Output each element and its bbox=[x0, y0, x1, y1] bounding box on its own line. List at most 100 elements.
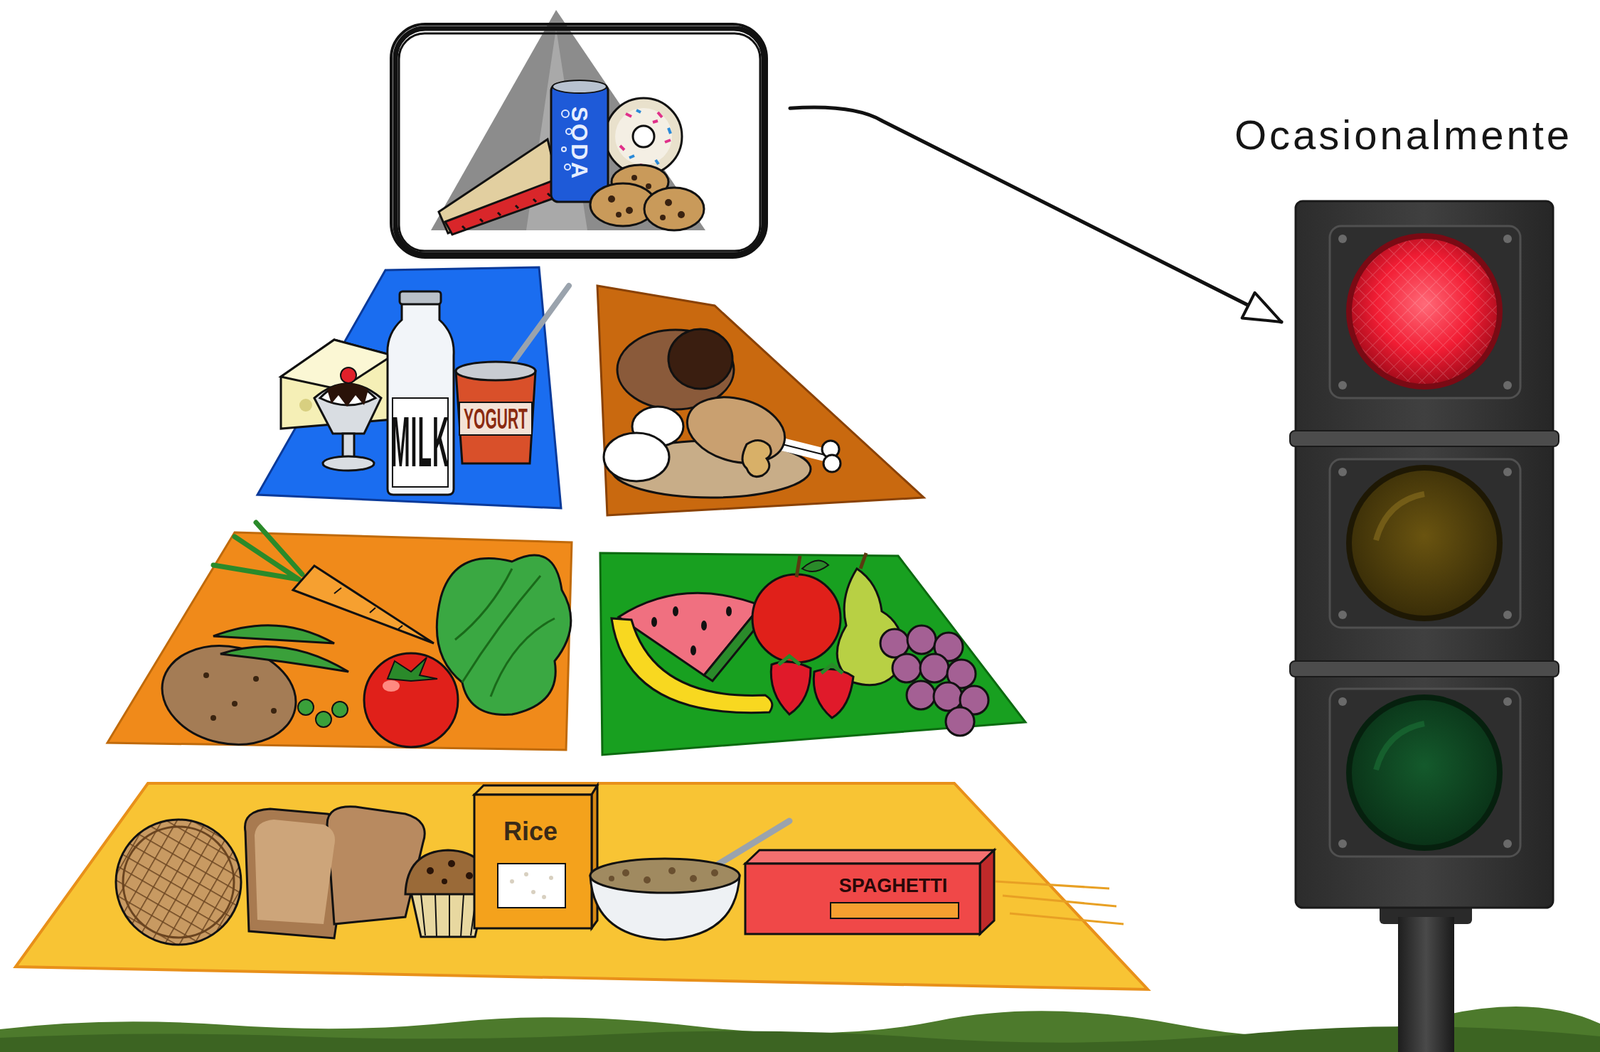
cereal-bowl bbox=[668, 867, 676, 875]
peanut bbox=[742, 440, 771, 477]
spaghetti-box bbox=[830, 903, 959, 919]
snack-box-art bbox=[391, 9, 767, 258]
grass bbox=[0, 1006, 1600, 1052]
grapes bbox=[945, 707, 975, 736]
peanut bbox=[742, 440, 771, 477]
potato bbox=[203, 672, 277, 722]
soda-can bbox=[551, 83, 608, 202]
spaghetti-box bbox=[745, 864, 980, 935]
muffin bbox=[426, 860, 473, 885]
eggs bbox=[603, 433, 670, 482]
strawberries bbox=[770, 656, 854, 719]
box-label: SPAGHETTI bbox=[839, 876, 948, 896]
red-lamp bbox=[1351, 238, 1497, 384]
peas bbox=[220, 646, 349, 672]
grass bbox=[0, 1026, 1600, 1052]
donut bbox=[605, 98, 682, 175]
milk-bottle bbox=[399, 291, 441, 305]
traffic-light: Ocasionalmente bbox=[1295, 201, 1554, 909]
peas bbox=[213, 625, 349, 728]
bread bbox=[327, 807, 425, 925]
pole bbox=[1398, 917, 1455, 1052]
soda-can bbox=[561, 147, 567, 152]
rice-box bbox=[524, 872, 529, 877]
screws bbox=[1338, 467, 1347, 477]
yogurt-cup bbox=[512, 285, 569, 365]
apple bbox=[752, 556, 841, 663]
muffin bbox=[448, 860, 456, 868]
banana bbox=[611, 618, 773, 714]
watermelon bbox=[690, 645, 697, 656]
cereal-bowl bbox=[608, 876, 615, 882]
yellow-lamp bbox=[1351, 470, 1497, 616]
spaghetti-box bbox=[979, 850, 995, 935]
milk-bottle bbox=[387, 291, 454, 495]
drumstick bbox=[823, 455, 841, 473]
peas bbox=[213, 625, 335, 644]
grapes bbox=[880, 625, 989, 736]
donut bbox=[632, 125, 655, 148]
watermelon bbox=[651, 617, 658, 628]
donut bbox=[615, 108, 672, 165]
cookies bbox=[590, 164, 704, 231]
cereal-bowl bbox=[643, 876, 651, 884]
strawberries bbox=[778, 656, 843, 674]
potato bbox=[203, 672, 210, 679]
rice-box bbox=[474, 795, 592, 929]
cookies bbox=[645, 183, 652, 190]
banana bbox=[611, 618, 773, 714]
vegetable-tier bbox=[107, 522, 572, 757]
watermelon bbox=[651, 606, 732, 656]
apple bbox=[796, 556, 800, 578]
fruit-tier bbox=[600, 553, 1026, 756]
screws bbox=[1503, 610, 1512, 620]
apple bbox=[752, 574, 841, 663]
yellow-lamp bbox=[1376, 494, 1425, 541]
cheese bbox=[299, 398, 313, 412]
cup-label: YOGURT bbox=[463, 404, 528, 434]
rice-box bbox=[474, 785, 598, 929]
donut bbox=[620, 112, 671, 167]
bread bbox=[244, 807, 425, 939]
green-lamp bbox=[1346, 694, 1503, 852]
donut bbox=[605, 98, 682, 175]
sketch-border bbox=[391, 24, 767, 258]
waffle bbox=[115, 819, 242, 946]
watermelon bbox=[672, 606, 679, 617]
cookies bbox=[664, 199, 672, 207]
rice-box bbox=[474, 785, 598, 796]
cookies bbox=[631, 174, 638, 181]
protein-tier bbox=[597, 285, 924, 516]
lamp-frames bbox=[1329, 459, 1521, 628]
rice-box bbox=[541, 895, 547, 900]
soda-can bbox=[552, 80, 607, 94]
yellow-lamp bbox=[1346, 465, 1503, 622]
potato bbox=[210, 715, 217, 722]
yogurt-cup bbox=[455, 285, 569, 464]
tomato bbox=[382, 680, 400, 692]
potato bbox=[231, 701, 238, 707]
cereal-bowl bbox=[608, 867, 719, 884]
grapes bbox=[907, 625, 936, 655]
can-label: SODA bbox=[568, 106, 591, 181]
yellow-lamp bbox=[1346, 465, 1503, 622]
cookies bbox=[659, 214, 666, 221]
dairy-tier bbox=[257, 267, 562, 509]
milk-bottle bbox=[387, 295, 454, 495]
carrot bbox=[213, 522, 303, 580]
screws bbox=[1503, 381, 1512, 390]
screws bbox=[1338, 839, 1347, 849]
screws bbox=[1503, 839, 1512, 849]
snack-box: SODA bbox=[391, 22, 771, 261]
fruit-tier bbox=[600, 553, 1026, 756]
tomato bbox=[364, 653, 458, 748]
apple bbox=[802, 561, 829, 572]
traffic-light-art bbox=[1289, 201, 1559, 1052]
grain-streaks bbox=[995, 881, 1124, 925]
screws bbox=[1338, 697, 1347, 707]
band bbox=[1289, 661, 1559, 677]
pie-slice bbox=[462, 193, 551, 229]
pear bbox=[860, 553, 867, 569]
screws bbox=[1503, 697, 1512, 707]
